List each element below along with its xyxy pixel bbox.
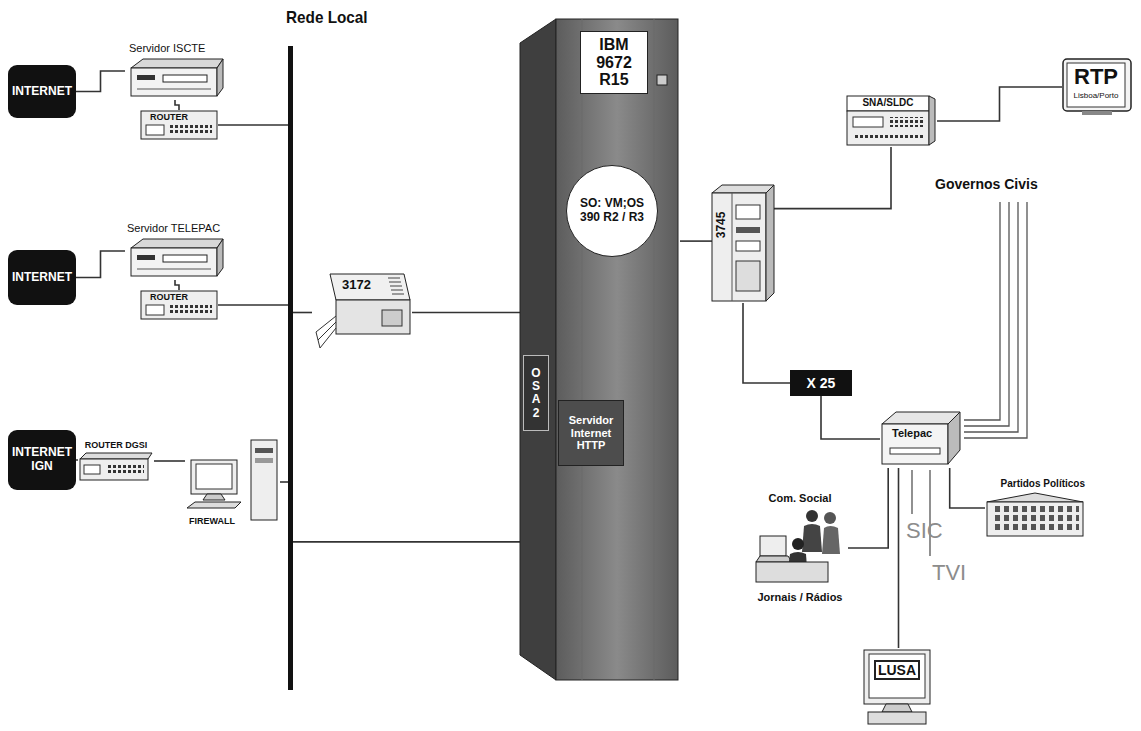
node-label: Telepac — [892, 427, 932, 440]
tv-wires — [912, 470, 930, 556]
router-device: ROUTER — [140, 110, 218, 140]
governos-wires — [964, 202, 1027, 438]
x25-box: X 25 — [790, 370, 852, 396]
http-server-panel: Servidor Internet HTTP — [558, 400, 624, 466]
node-label: IBM 9672 R15 — [580, 31, 648, 94]
router-device: ROUTER — [140, 290, 218, 320]
node-label: 3172 — [342, 278, 371, 293]
sna-device: SNA/SLDC — [845, 95, 937, 147]
media-people: Com. SocialJornais / Rádios — [752, 492, 848, 604]
node-label: Lisboa/Porto — [1067, 91, 1125, 100]
osa-panel: OSA 2 — [523, 355, 549, 431]
node-label: X 25 — [790, 375, 852, 391]
network-link — [743, 303, 790, 383]
free-label: Governos Civis — [935, 176, 1038, 192]
network-link — [218, 304, 288, 306]
network-link — [848, 468, 888, 548]
network-link — [774, 147, 891, 209]
internet-box: INTERNET — [8, 65, 76, 118]
node-label: Com. Social — [752, 492, 848, 505]
network-link — [76, 251, 125, 278]
router-device: ROUTER DGSI — [78, 440, 154, 482]
node-label: INTERNET IGN — [8, 446, 76, 474]
device-art — [185, 438, 280, 526]
network-link — [412, 312, 520, 314]
node-label: Servidor TELEPAC — [127, 222, 220, 235]
device-art — [520, 15, 680, 680]
node-label: Jornais / Rádios — [752, 591, 848, 604]
node-label: Servidor ISCTE — [129, 42, 205, 55]
free-label: TVI — [932, 560, 966, 585]
network-link — [937, 87, 1062, 121]
node-label: 3745 — [715, 210, 729, 240]
node-label: RTP — [1067, 64, 1125, 89]
telepac-device: Telepac — [880, 410, 962, 468]
node-label: Partidos Políticos — [1001, 478, 1085, 490]
os-circle: SO: VM;OS 390 R2 / R3 — [566, 165, 658, 257]
lusa-terminal: LUSA — [862, 648, 932, 726]
tv-set: RTP Lisboa/Porto — [1062, 58, 1132, 116]
server-device: Servidor ISCTE — [125, 42, 225, 100]
node-label: Servidor Internet HTTP — [562, 414, 620, 452]
network-link — [293, 312, 312, 314]
free-label: SIC — [906, 518, 943, 543]
network-link — [76, 459, 78, 461]
node-label: FIREWALL — [189, 516, 235, 526]
network-link — [175, 280, 179, 290]
node-label: ROUTER DGSI — [78, 440, 154, 450]
network-link — [175, 100, 179, 110]
network-link — [218, 124, 288, 126]
node-label: OSA 2 — [531, 367, 541, 420]
node-label: SO: VM;OS 390 R2 / R3 — [575, 197, 649, 225]
network-link — [680, 240, 712, 242]
network-link — [898, 468, 900, 648]
network-link — [76, 71, 125, 92]
node-label: SNA/SLDC — [847, 97, 929, 109]
network-link — [154, 460, 185, 462]
lan-bus: Rede Local — [288, 46, 293, 690]
printer-3172: 3172 — [312, 270, 412, 355]
node-label: INTERNET — [8, 271, 76, 285]
controller-3745: 3745 — [712, 185, 774, 303]
network-link — [293, 541, 520, 543]
firewall-computer: FIREWALL — [185, 438, 280, 526]
node-label: Rede Local — [286, 8, 368, 28]
network-link — [280, 481, 288, 483]
internet-box: INTERNET — [8, 250, 76, 305]
device-art — [752, 492, 848, 604]
network-link — [821, 396, 880, 439]
node-label: INTERNET — [8, 85, 76, 99]
node-label: ROUTER — [150, 112, 188, 122]
internet-box: INTERNET IGN — [8, 430, 76, 490]
node-label: LUSA — [874, 660, 920, 680]
node-label: ROUTER — [150, 292, 188, 302]
device-art — [712, 185, 774, 303]
party-building: Partidos Políticos — [985, 478, 1085, 538]
network-link — [950, 468, 985, 508]
server-device: Servidor TELEPAC — [125, 222, 225, 280]
mainframe: IBM 9672 R15SO: VM;OS 390 R2 / R3 OSA 2 Se… — [520, 15, 680, 680]
